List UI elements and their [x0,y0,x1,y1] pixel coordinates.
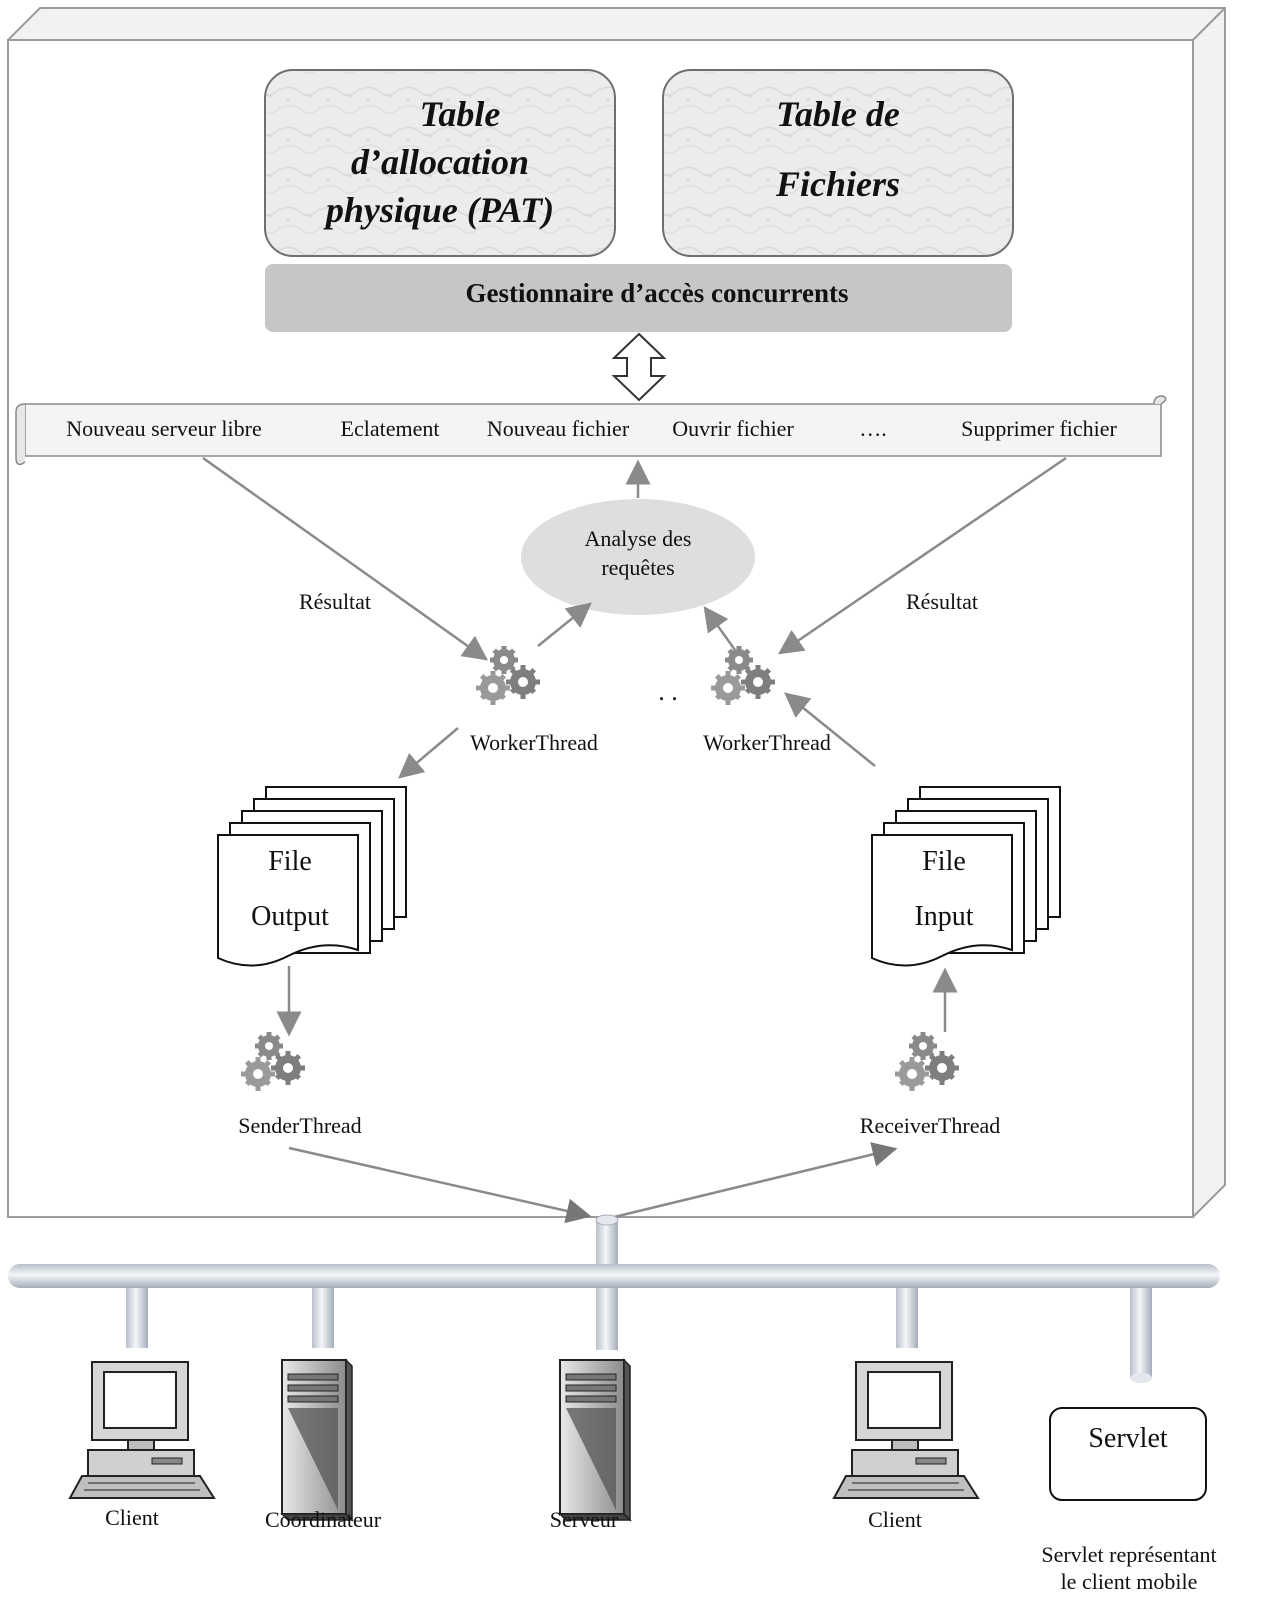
network-bus [8,1214,1220,1383]
client-computer-left-icon [69,1361,215,1499]
files-label-line2: Fichiers [775,164,900,204]
upper-arrows [202,456,1067,779]
worker-thread-right-label: WorkerThread [703,730,831,755]
operation-nouveau-serveur-libre: Nouveau serveur libre [66,416,261,441]
files-label-line1: Table de [776,94,900,134]
operation-ellipsis: …. [859,416,887,441]
analysis-label-line2: requêtes [601,555,674,580]
input-queue [871,786,1061,967]
coordinator-server-icon [281,1359,353,1521]
concurrency-manager: Gestionnaire d’accès concurrents [265,264,1012,332]
server-tower-icon [559,1359,631,1521]
pat-label-line1: Table [420,94,501,134]
output-queue [217,786,407,967]
bidirectional-arrow [611,332,667,402]
request-analysis: Analyse des requêtes [521,499,755,615]
servlet-caption-line1: Servlet représentant [1041,1542,1216,1567]
client-left-label: Client [105,1505,159,1530]
output-queue-label-line2: Output [251,901,329,932]
coordinator-label: Coordinateur [265,1507,382,1532]
server-label: Serveur [550,1507,619,1532]
operation-ouvrir-fichier: Ouvrir fichier [672,416,794,441]
operation-eclatement: Eclatement [341,416,440,441]
input-queue-label-line1: File [922,846,966,877]
pat-label-line2: d’allocation [351,142,529,182]
worker-ellipsis: . . [658,677,678,706]
result-label-left: Résultat [299,589,371,614]
servlet-box-label: Servlet [1088,1423,1168,1454]
manager-label: Gestionnaire d’accès concurrents [466,278,849,308]
client-right-label: Client [868,1507,922,1532]
pat-table: Table d’allocation physique (PAT) [264,69,616,257]
result-label-right: Résultat [906,589,978,614]
servlet-caption-line2: le client mobile [1061,1569,1198,1594]
files-table: Table de Fichiers [662,69,1014,257]
receiver-thread-label: ReceiverThread [860,1113,1000,1138]
servlet-node: Servlet [1049,1407,1207,1501]
pat-label-line3: physique (PAT) [323,190,554,230]
operation-nouveau-fichier: Nouveau fichier [487,416,630,441]
output-queue-label-line1: File [268,846,312,877]
input-queue-label-line2: Input [914,901,973,932]
analysis-label-line1: Analyse des [585,526,692,551]
sender-thread-label: SenderThread [238,1113,361,1138]
client-computer-right-icon [833,1361,979,1499]
operations-scroll: Nouveau serveur libre Eclatement Nouveau… [15,395,1167,466]
worker-thread-left-label: WorkerThread [470,730,598,755]
operation-supprimer-fichier: Supprimer fichier [961,416,1117,441]
lower-arrows [276,966,958,1224]
